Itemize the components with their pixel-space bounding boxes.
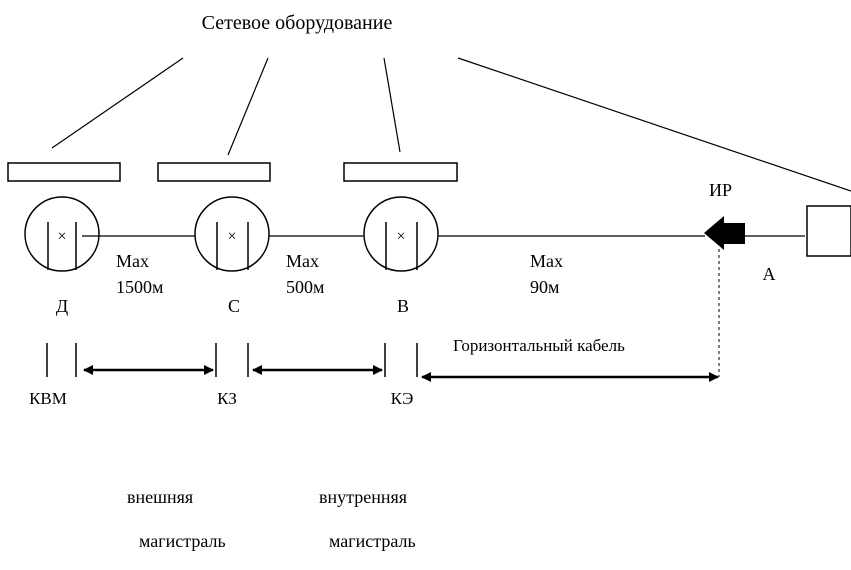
outlet-label: ИР: [709, 180, 732, 200]
cross-connect-bars: [46, 343, 418, 377]
connector-line-a: [457, 57, 851, 192]
equipment-panel-c: [157, 162, 271, 182]
distance-1-value: 1500м: [116, 277, 163, 297]
outlet-body: [723, 223, 745, 244]
horizontal-cable-label: Горизонтальный кабель: [453, 336, 625, 355]
external-backbone-line2: магистраль: [139, 531, 226, 551]
internal-backbone-line2: магистраль: [329, 531, 416, 551]
external-backbone-line1: внешняя: [127, 487, 193, 507]
node-c-cross-mark: ×: [227, 228, 236, 245]
distance-3-max: Max: [530, 251, 563, 271]
node-b-circle: [363, 196, 439, 272]
node-d-cross-mark: ×: [57, 228, 66, 245]
connector-line-d: [51, 57, 184, 149]
node-c-label: С: [228, 296, 240, 316]
cross-connect-kz-label: КЗ: [217, 389, 237, 408]
node-c: × С: [194, 196, 270, 316]
connector-line-c: [227, 57, 269, 156]
distance-2-max: Max: [286, 251, 319, 271]
network-equipment-title: Сетевое оборудование: [202, 12, 393, 34]
internal-backbone-line1: внутренняя: [319, 487, 407, 507]
node-b-label: В: [397, 296, 409, 316]
node-d-label: Д: [56, 296, 68, 316]
equipment-panel-d: [7, 162, 121, 182]
terminal-box: [806, 205, 851, 257]
node-b-cross-mark: ×: [396, 228, 405, 245]
equipment-panel-b: [343, 162, 458, 182]
node-d-circle: [24, 196, 100, 272]
node-b: × В: [363, 196, 439, 316]
outlet-arrow: [704, 216, 724, 250]
distance-2-value: 500м: [286, 277, 324, 297]
connector-line-b: [383, 57, 401, 153]
cross-connect-kvm-label: КВМ: [29, 389, 67, 408]
equipment-connector-lines: [51, 57, 851, 192]
outlet-icon: [704, 216, 745, 250]
terminal-label: А: [763, 264, 776, 284]
distance-3-value: 90м: [530, 277, 559, 297]
cross-connect-ke-label: КЭ: [391, 389, 414, 408]
distance-1-max: Max: [116, 251, 149, 271]
node-c-circle: [194, 196, 270, 272]
node-d: × Д: [24, 196, 100, 316]
